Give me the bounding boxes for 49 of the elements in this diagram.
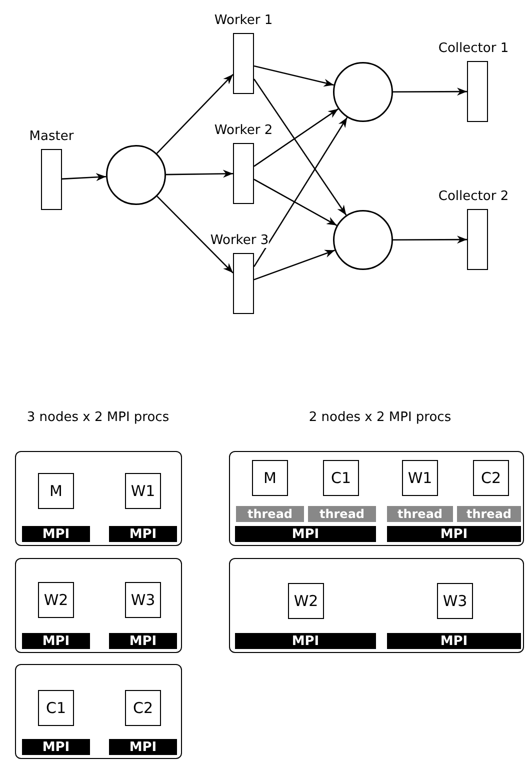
compute-node-panel [15,451,182,546]
arrow [254,108,339,167]
place-circle [333,62,393,122]
process-box: C2 [473,460,509,496]
arrow [166,170,234,178]
mpi-bar: MPI [387,526,521,542]
mpi-bar: MPI [235,633,376,649]
thread-bar: thread [236,506,304,522]
process-box: W2 [288,583,324,619]
mpi-bar: MPI [109,739,177,755]
process-box: W3 [437,583,473,619]
process-box: M [252,460,288,496]
arrow [393,236,467,244]
process-box: W3 [125,582,161,618]
arrow [254,65,334,87]
compute-node-panel [15,664,182,759]
mpi-bar: MPI [387,633,521,649]
process-box: C1 [38,690,74,726]
place-circle [106,145,166,205]
mpi-bar: MPI [109,633,177,649]
mpi-bar: MPI [235,526,376,542]
process-box: C1 [323,460,359,496]
mpi-bar: MPI [22,526,90,542]
process-box: W2 [38,582,74,618]
layout-heading: 2 nodes x 2 MPI procs [308,410,452,425]
thread-bar: thread [308,506,376,522]
process-box: C2 [125,690,161,726]
process-box: M [38,473,74,509]
arrow [393,88,467,96]
arrow [156,74,234,154]
mpi-bar: MPI [22,633,90,649]
compute-node-panel [229,451,524,546]
process-box: W1 [402,460,438,496]
arrow [254,250,336,280]
compute-node-panel [229,558,524,653]
process-box: W1 [125,473,161,509]
layout-heading: 3 nodes x 2 MPI procs [26,410,170,425]
mpi-bar: MPI [109,526,177,542]
place-circle [333,210,393,270]
arrow [253,117,348,268]
thread-bar: thread [457,506,521,522]
mpi-bar: MPI [22,739,90,755]
compute-node-panel [15,558,182,653]
arrow [62,173,106,182]
arrow [253,78,347,216]
thread-bar: thread [387,506,453,522]
arrow [156,196,234,274]
arrow [254,178,338,226]
node-label: Worker 3 [210,233,269,248]
